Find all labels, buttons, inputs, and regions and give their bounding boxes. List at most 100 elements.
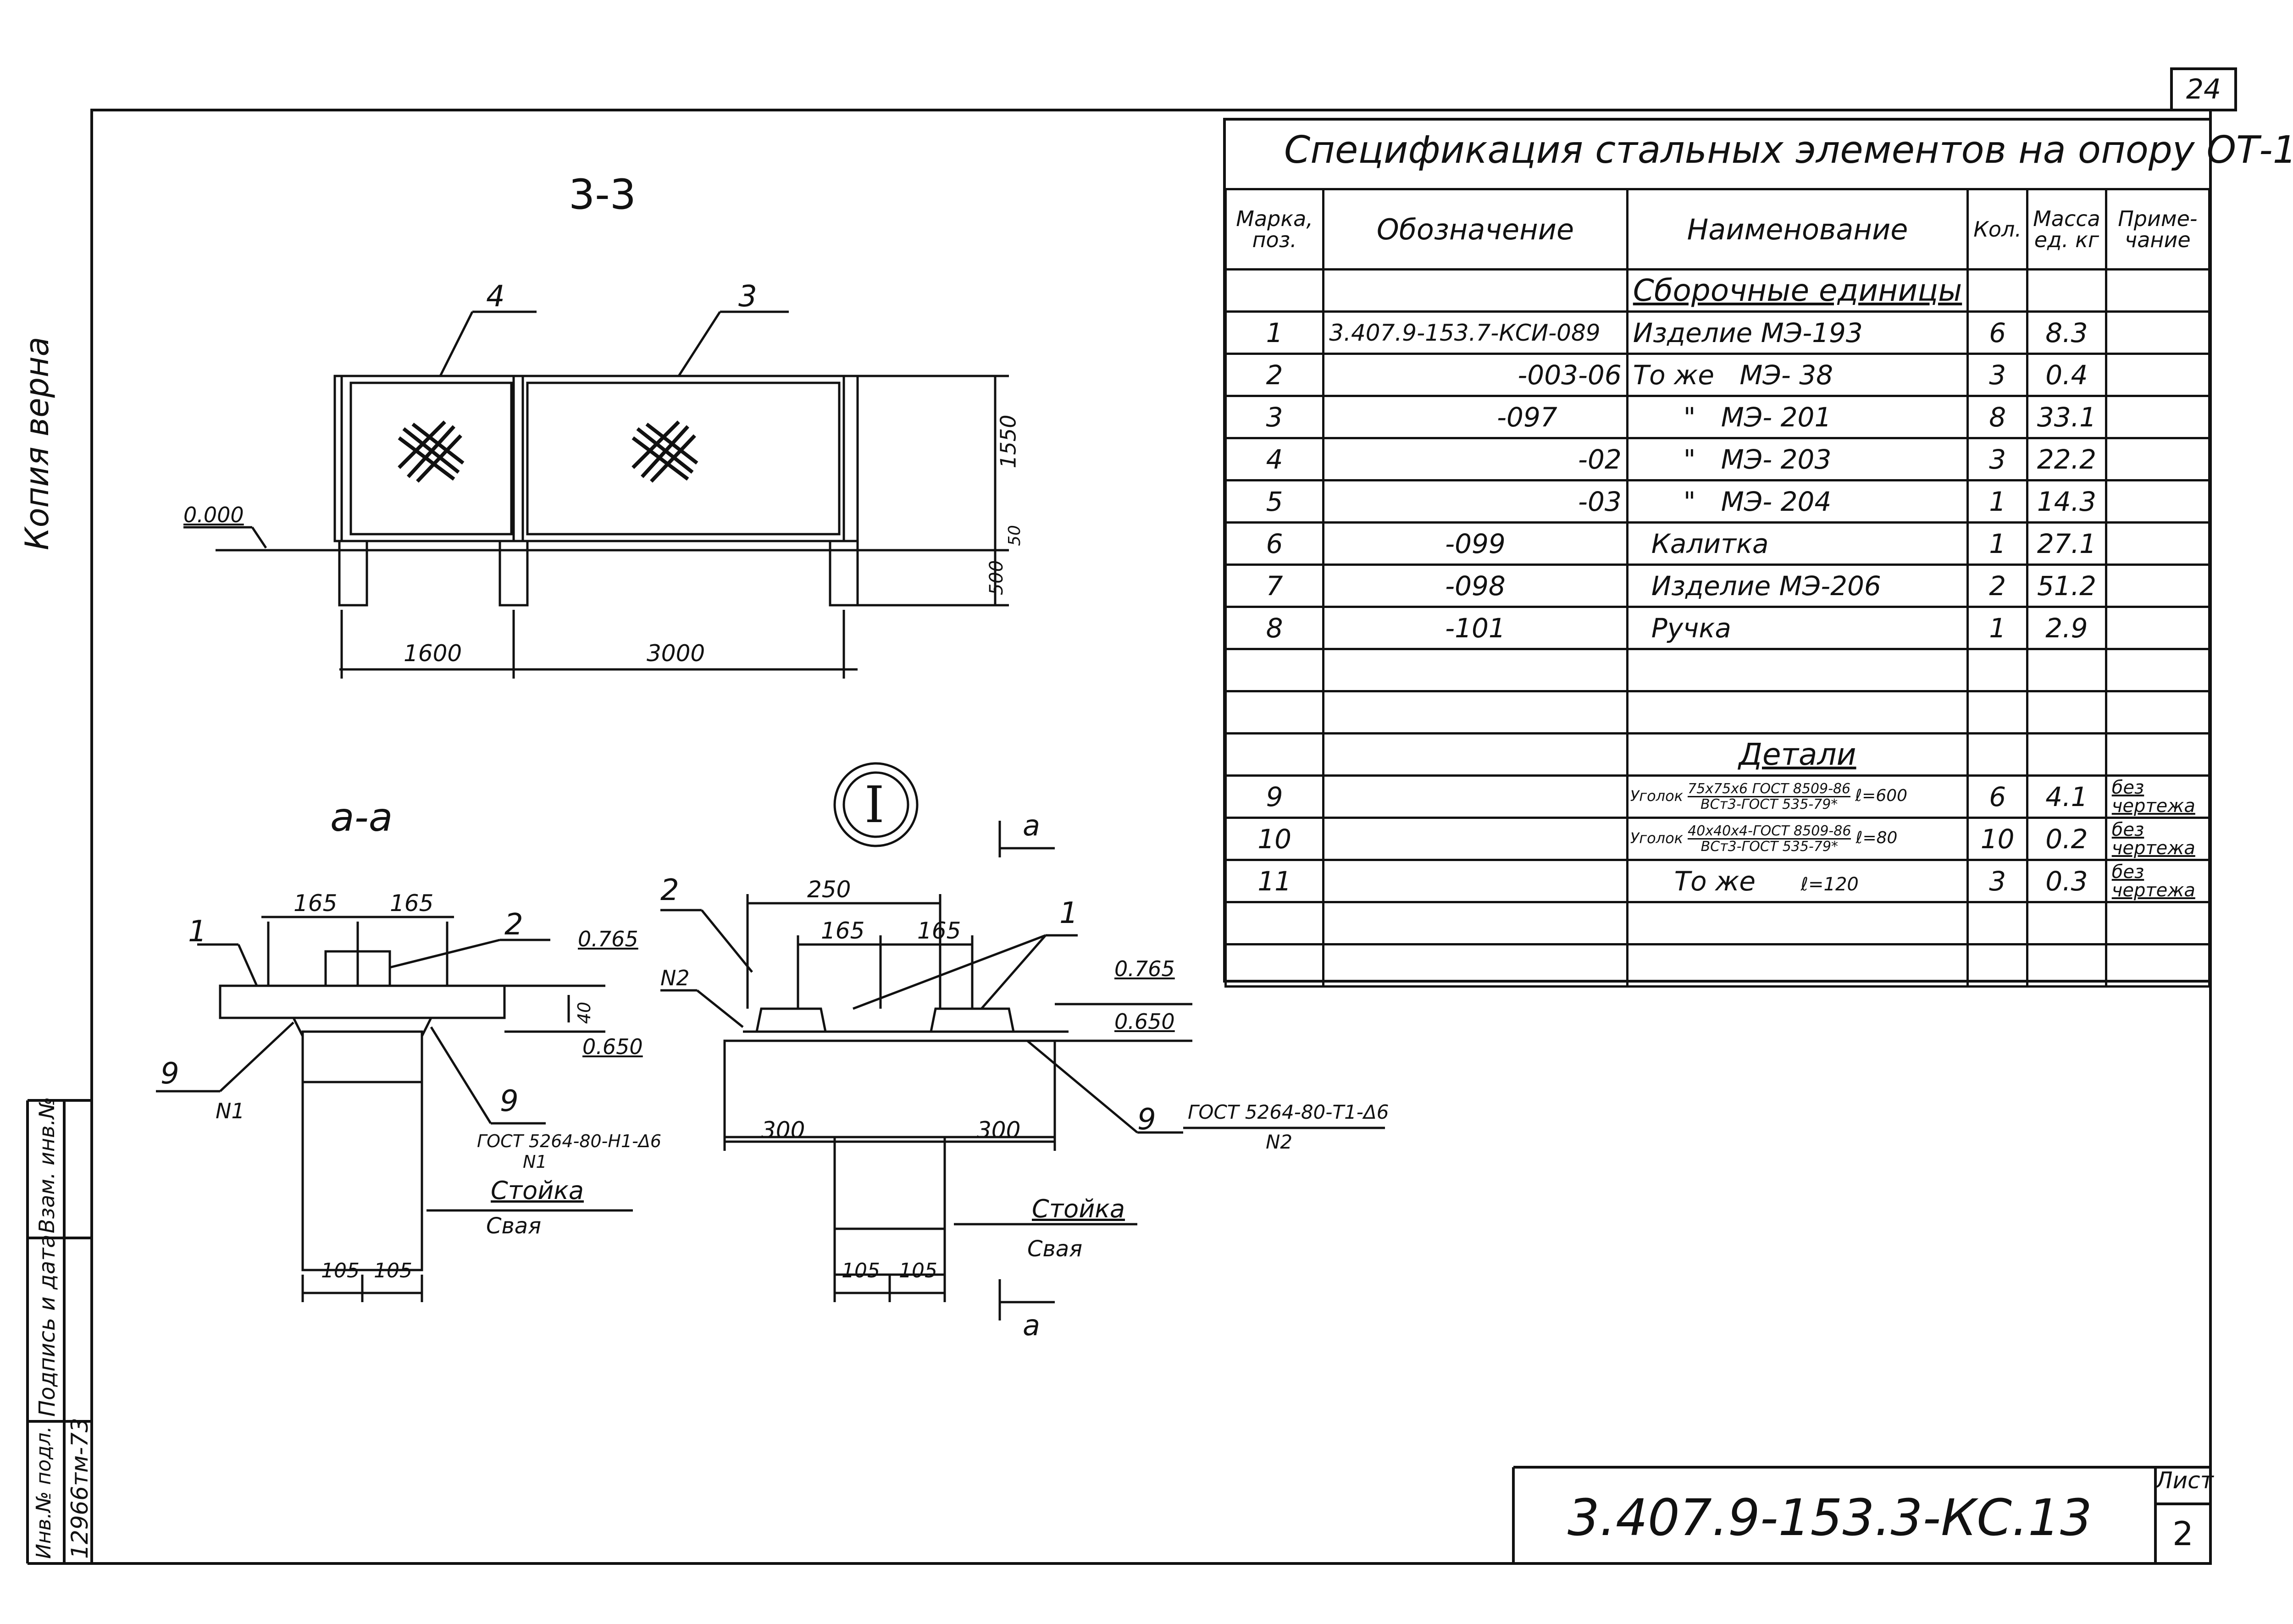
detail-dim-300-right: 300 — [977, 1117, 1021, 1143]
row-mark: 3 — [1224, 395, 1325, 439]
detail-callout-9: 9 — [1137, 1103, 1156, 1137]
row-mass: 4.1 — [2026, 774, 2107, 819]
row-name: То же ℓ=120 — [1626, 859, 1969, 903]
empty-row — [1224, 943, 2211, 988]
row-mark: 2 — [1224, 353, 1325, 397]
row-qty: 3 — [1966, 437, 2029, 481]
sheet-number: 2 — [2172, 1514, 2193, 1553]
row-mark: 9 — [1224, 774, 1325, 819]
detail-level-0765: 0.765 — [1114, 956, 1175, 981]
dim-105-right: 105 — [374, 1259, 412, 1282]
dim-165-left: 165 — [294, 890, 338, 917]
detail-dim-105-left: 105 — [842, 1259, 880, 1282]
table-row: 8 -101 Ручка 1 2.9 — [1224, 606, 2211, 650]
section-assembly-label: Сборочные единицы — [1626, 268, 1969, 313]
row-mark: 7 — [1224, 563, 1325, 608]
row-name: Изделие МЭ-206 — [1626, 563, 1969, 608]
dim-3000: 3000 — [647, 640, 705, 667]
frac-bottom: ВСт3-ГОСТ 535-79* — [1700, 796, 1838, 812]
row-qty: 2 — [1966, 563, 2029, 608]
level-0650: 0.650 — [582, 1034, 643, 1059]
row-mark: 4 — [1224, 437, 1325, 481]
table-row: 3 -097 " МЭ- 201 8 33.1 — [1224, 395, 2211, 439]
stoika-label: Стойка — [491, 1176, 584, 1205]
frac-top: 75x75x6 ГОСТ 8509-86 — [1688, 780, 1851, 797]
svaya-label: Свая — [486, 1213, 542, 1239]
page-number: 24 — [2186, 73, 2221, 105]
row-name-prefix: Уголок — [1630, 829, 1683, 847]
row-name-prefix: Уголок — [1630, 787, 1683, 805]
row-note — [2105, 521, 2211, 566]
spec-section-assembly: Сборочные единицы — [1224, 268, 2211, 313]
callout-3: 3 — [738, 280, 757, 314]
row-name: " МЭ- 204 — [1626, 479, 1969, 524]
weld-n2: N2 — [660, 966, 690, 990]
col-note: Приме- чание — [2105, 188, 2211, 271]
table-row: 7 -098 Изделие МЭ-206 2 51.2 — [1224, 563, 2211, 608]
row-note: без чертежа — [2105, 859, 2211, 903]
page-number-box — [2170, 67, 2237, 111]
col-designation: Обозначение — [1322, 188, 1628, 271]
dim-105-left: 105 — [321, 1259, 360, 1282]
empty-row — [1224, 648, 2211, 692]
row-mass: 2.9 — [2026, 606, 2107, 650]
dim-165-right: 165 — [390, 890, 434, 917]
row-mark: 5 — [1224, 479, 1325, 524]
empty-row — [1224, 690, 2211, 735]
section-aa-title: а-а — [330, 795, 393, 840]
detail-I-drawing — [660, 762, 1385, 1320]
row-designation: -097 — [1322, 395, 1628, 439]
col-mass: Масса ед. кг — [2026, 188, 2107, 271]
spec-header-row: Марка, поз. Обозначение Наименование Кол… — [1224, 188, 2211, 271]
row-note — [2105, 395, 2211, 439]
row-mass: 0.2 — [2026, 817, 2107, 861]
dim-40: 40 — [574, 1001, 595, 1024]
row-mass: 14.3 — [2026, 479, 2107, 524]
row-designation: -098 — [1322, 563, 1628, 608]
section-3-3-drawing — [183, 310, 1009, 679]
stamp-sign-date: Подпись и дата — [34, 1234, 60, 1417]
row-note — [2105, 479, 2211, 524]
row-mark: 10 — [1224, 817, 1325, 861]
row-note: без чертежа — [2105, 774, 2211, 819]
row-length: ℓ=120 — [1800, 873, 1859, 895]
detail-level-0650: 0.650 — [1114, 1009, 1175, 1034]
frac-bottom: ВСт3-ГОСТ 535-79* — [1700, 839, 1838, 855]
callout-4: 4 — [486, 280, 505, 314]
dim-50: 50 — [1005, 525, 1024, 546]
stamp-vzam: Взам. инв.№ — [34, 1097, 59, 1233]
cut-a-bottom: а — [1023, 1309, 1040, 1342]
frac-top: 40x40x4-ГОСТ 8509-86 — [1688, 823, 1851, 840]
empty-row — [1224, 901, 2211, 945]
detail-marker: I — [864, 775, 885, 834]
row-note — [2105, 606, 2211, 650]
row-mass: 27.1 — [2026, 521, 2107, 566]
col-mark: Марка, поз. — [1224, 188, 1325, 271]
copy-note: Копия верна — [18, 337, 56, 550]
dim-250: 250 — [807, 876, 851, 903]
dim-1600: 1600 — [404, 640, 462, 667]
document-number: 3.407.9-153.3-КС.13 — [1567, 1488, 2092, 1547]
row-qty: 10 — [1966, 817, 2029, 861]
col-qty: Кол. — [1966, 188, 2029, 271]
cut-a-top: а — [1023, 809, 1040, 842]
row-designation: -03 — [1322, 479, 1628, 524]
section-aa-drawing — [156, 916, 633, 1302]
gost-n2-sub: N2 — [1266, 1131, 1293, 1153]
table-row: 11 То же ℓ=120 3 0.3 без чертежа — [1224, 859, 2211, 903]
row-mass: 51.2 — [2026, 563, 2107, 608]
row-mark: 6 — [1224, 521, 1325, 566]
row-note — [2105, 563, 2211, 608]
row-name: Изделие МЭ-193 — [1626, 310, 1969, 355]
row-qty: 6 — [1966, 774, 2029, 819]
row-qty: 1 — [1966, 521, 2029, 566]
detail-callout-1: 1 — [1059, 896, 1078, 930]
row-mass: 8.3 — [2026, 310, 2107, 355]
detail-dim-165-right: 165 — [917, 917, 961, 944]
table-row: 1 3.407.9-153.7-КСИ-089 Изделие МЭ-193 6… — [1224, 310, 2211, 355]
